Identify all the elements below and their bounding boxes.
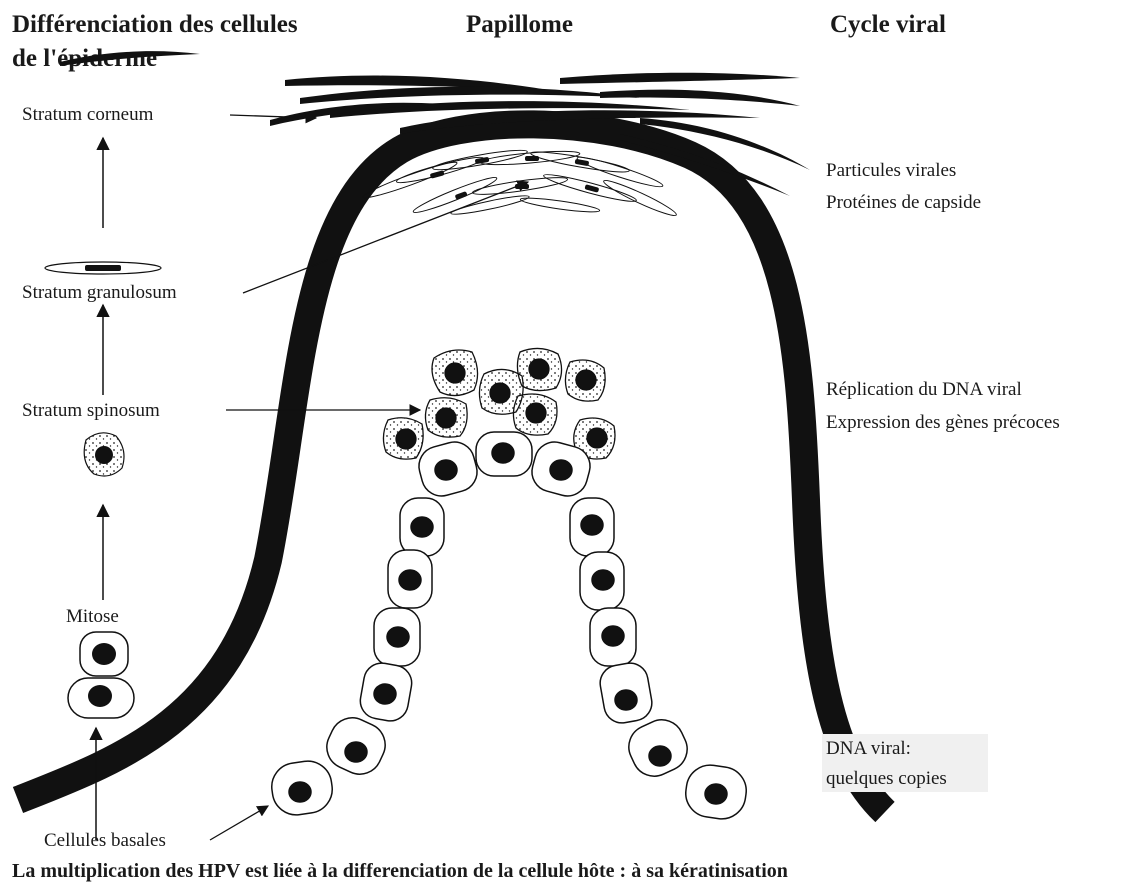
- label-dna-viral: DNA viral:: [826, 738, 911, 759]
- header-differentiation-line1: Différenciation des cellules: [12, 11, 298, 38]
- arrow-basales-to-basal-layer: [210, 806, 268, 840]
- spinous-cell: [84, 433, 124, 476]
- label-replication-dna: Réplication du DNA viral: [826, 379, 1022, 400]
- header-cycle-viral: Cycle viral: [830, 11, 946, 38]
- label-proteines-capside: Protéines de capside: [826, 192, 981, 213]
- label-particules-virales: Particules virales: [826, 160, 956, 181]
- basal-cell-layer: [269, 432, 750, 822]
- label-cellules-basales: Cellules basales: [44, 830, 166, 851]
- label-stratum-corneum: Stratum corneum: [22, 104, 154, 125]
- mitosis-cells: [68, 632, 134, 718]
- granular-cell: [45, 262, 161, 274]
- label-stratum-granulosum: Stratum granulosum: [22, 282, 177, 303]
- label-expression-genes: Expression des gènes précoces: [826, 412, 1060, 433]
- diagram-caption: La multiplication des HPV est liée à la …: [12, 860, 788, 882]
- label-mitose: Mitose: [66, 606, 119, 627]
- label-quelques-copies: quelques copies: [826, 768, 947, 789]
- header-papillome: Papillome: [466, 11, 573, 38]
- label-stratum-spinosum: Stratum spinosum: [22, 400, 160, 421]
- arrow-granulosum-to-particles: [243, 182, 528, 293]
